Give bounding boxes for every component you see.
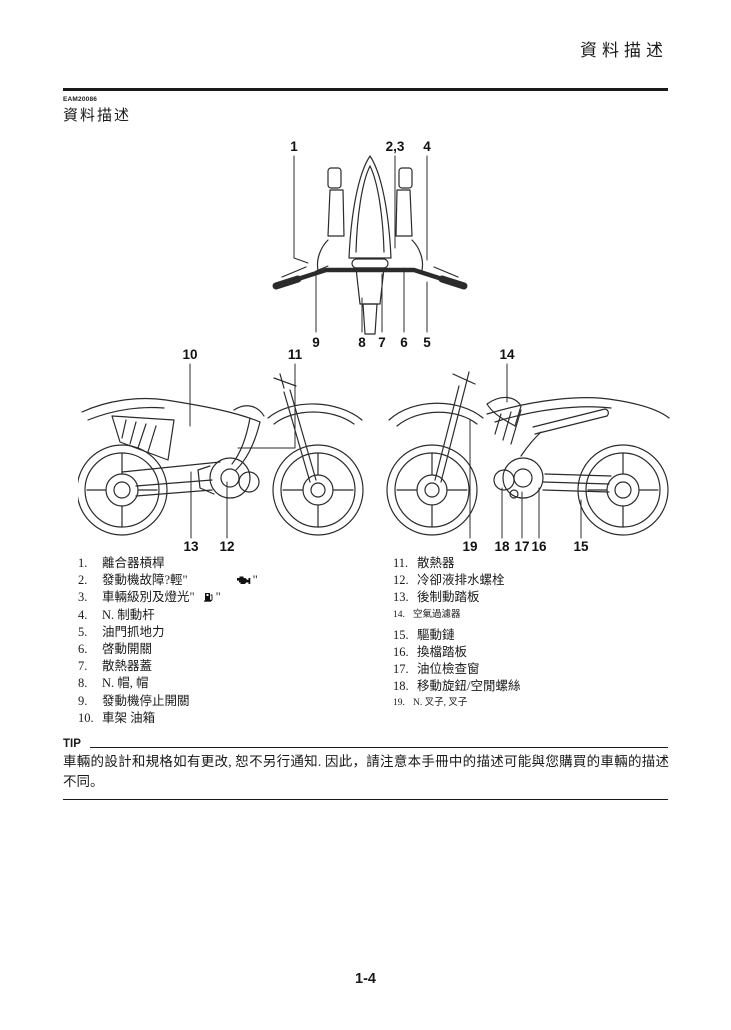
part-item-8: 8. N. 帽, 帽 <box>78 675 383 692</box>
callout-7: 7 <box>378 335 386 350</box>
callout-11: 11 <box>287 347 303 362</box>
part-item-14: 14. 空氣過濾器 <box>393 607 698 627</box>
part-label: 空氣過濾器 <box>413 609 461 620</box>
callout-2-3: 2,3 <box>385 139 405 154</box>
part-item-18: 18. 移動旋鈕/空閒螺絲 <box>393 678 698 695</box>
page-number: 1-4 <box>355 971 376 987</box>
callout-10: 10 <box>182 347 198 362</box>
callout-16: 16 <box>531 539 547 554</box>
right-view-diagram: 14 19 18 17 16 15 <box>383 348 673 560</box>
parts-list-left: 1. 離合器槓桿 2. 發動機故障?輕" " 3. 車輛級別及燈光" " 4. … <box>78 555 383 727</box>
part-number: 5. <box>78 624 88 639</box>
part-item-1: 1. 離合器槓桿 <box>78 555 383 572</box>
part-label: 離合器槓桿 <box>102 556 165 570</box>
callout-5: 5 <box>423 335 431 350</box>
part-label: 車架 油箱 <box>102 710 156 725</box>
part-label: 移動旋鈕/空閒螺絲 <box>417 679 521 694</box>
tip-rule-bottom <box>63 799 668 800</box>
part-number: 3. <box>78 590 88 605</box>
part-label: 冷卻液排水螺栓 <box>417 573 505 588</box>
part-label: 驅動鏈 <box>417 627 455 642</box>
part-number: 19. <box>393 698 405 709</box>
part-item-15: 15. 驅動鏈 <box>393 627 698 644</box>
part-item-5: 5. 油門抓地力 <box>78 624 383 641</box>
front-view-diagram: 1 2,3 4 9 8 7 6 5 <box>268 140 472 352</box>
callout-6: 6 <box>400 335 408 350</box>
callout-18: 18 <box>494 539 510 554</box>
part-number: 14. <box>393 609 405 620</box>
part-number: 2. <box>78 573 88 588</box>
part-label: 油門抓地力 <box>102 624 165 639</box>
part-item-9: 9. 發動機停止開關 <box>78 693 383 710</box>
motorcycle-front-art <box>272 155 468 335</box>
tip-label: TIP <box>63 738 81 750</box>
parts-list-right: 11. 散熱器 12. 冷卻液排水螺栓 13. 後制動踏板 14. 空氣過濾器 … <box>393 555 698 715</box>
part-item-2: 2. 發動機故障?輕" " <box>78 572 383 589</box>
part-number: 11. <box>393 556 409 570</box>
part-label: 散熱器蓋 <box>102 659 153 674</box>
part-label: 後制動踏板 <box>417 590 480 605</box>
part-number: 15. <box>393 627 409 642</box>
part-label: 啓動開關 <box>102 641 153 656</box>
part-label: 油位檢查窗 <box>417 661 480 676</box>
callout-1: 1 <box>290 139 298 154</box>
callout-8: 8 <box>358 335 366 350</box>
part-label-suffix: " <box>252 573 258 588</box>
part-number: 9. <box>78 693 88 708</box>
part-item-19: 19. N. 叉子, 叉子 <box>393 695 698 715</box>
part-number: 16. <box>393 644 409 659</box>
callout-9: 9 <box>312 335 320 350</box>
part-item-13: 13. 後制動踏板 <box>393 589 698 606</box>
part-item-3: 3. 車輛級別及燈光" " <box>78 589 383 606</box>
fuel-pump-icon <box>203 590 214 607</box>
header-title: 資料描述 <box>580 41 668 60</box>
part-label: 發動機停止開關 <box>102 693 190 708</box>
part-number: 18. <box>393 679 409 694</box>
part-number: 12. <box>393 573 409 588</box>
section-title: 資料描述 <box>63 108 132 124</box>
part-number: 6. <box>78 641 88 656</box>
part-number: 7. <box>78 659 88 674</box>
header-rule <box>63 88 668 91</box>
part-label: 散熱器 <box>417 556 455 570</box>
part-number: 1. <box>78 556 88 570</box>
part-label: N. 制動杆 <box>102 607 155 622</box>
part-label: 換檔踏板 <box>417 644 468 659</box>
callout-17: 17 <box>514 539 530 554</box>
motorcycle-left-art <box>78 363 364 539</box>
part-label-suffix: " <box>215 590 221 605</box>
part-label: N. 叉子, 叉子 <box>413 698 468 709</box>
part-number: 17. <box>393 661 409 676</box>
part-label: 車輛級別及燈光" <box>102 590 195 605</box>
callout-13: 13 <box>183 539 199 554</box>
callout-19: 19 <box>462 539 478 554</box>
part-item-10: 10. 車架 油箱 <box>78 710 383 727</box>
tip-body: 車輛的設計和規格如有更改, 恕不另行通知. 因此，請注意本手冊中的描述可能與您購… <box>63 754 669 789</box>
part-item-7: 7. 散熱器蓋 <box>78 658 383 675</box>
engine-warning-icon <box>236 573 251 590</box>
part-item-4: 4. N. 制動杆 <box>78 607 383 624</box>
tip-rule-top <box>90 747 668 748</box>
part-item-16: 16. 換檔踏板 <box>393 644 698 661</box>
callout-14: 14 <box>499 347 515 362</box>
motorcycle-right-art <box>386 363 670 539</box>
part-item-6: 6. 啓動開關 <box>78 641 383 658</box>
part-number: 13. <box>393 590 409 605</box>
part-item-12: 12. 冷卻液排水螺栓 <box>393 572 698 589</box>
callout-4: 4 <box>423 139 431 154</box>
part-label: 發動機故障?輕" <box>102 573 188 588</box>
part-number: 10. <box>78 710 94 725</box>
callout-12: 12 <box>219 539 235 554</box>
part-item-17: 17. 油位檢查窗 <box>393 661 698 678</box>
part-label: N. 帽, 帽 <box>102 676 149 691</box>
part-number: 4. <box>78 607 88 622</box>
section-code: EAM20086 <box>63 96 98 103</box>
part-number: 8. <box>78 676 88 691</box>
left-view-diagram: 10 11 13 12 <box>78 348 368 560</box>
part-item-11: 11. 散熱器 <box>393 555 698 572</box>
callout-15: 15 <box>573 539 589 554</box>
